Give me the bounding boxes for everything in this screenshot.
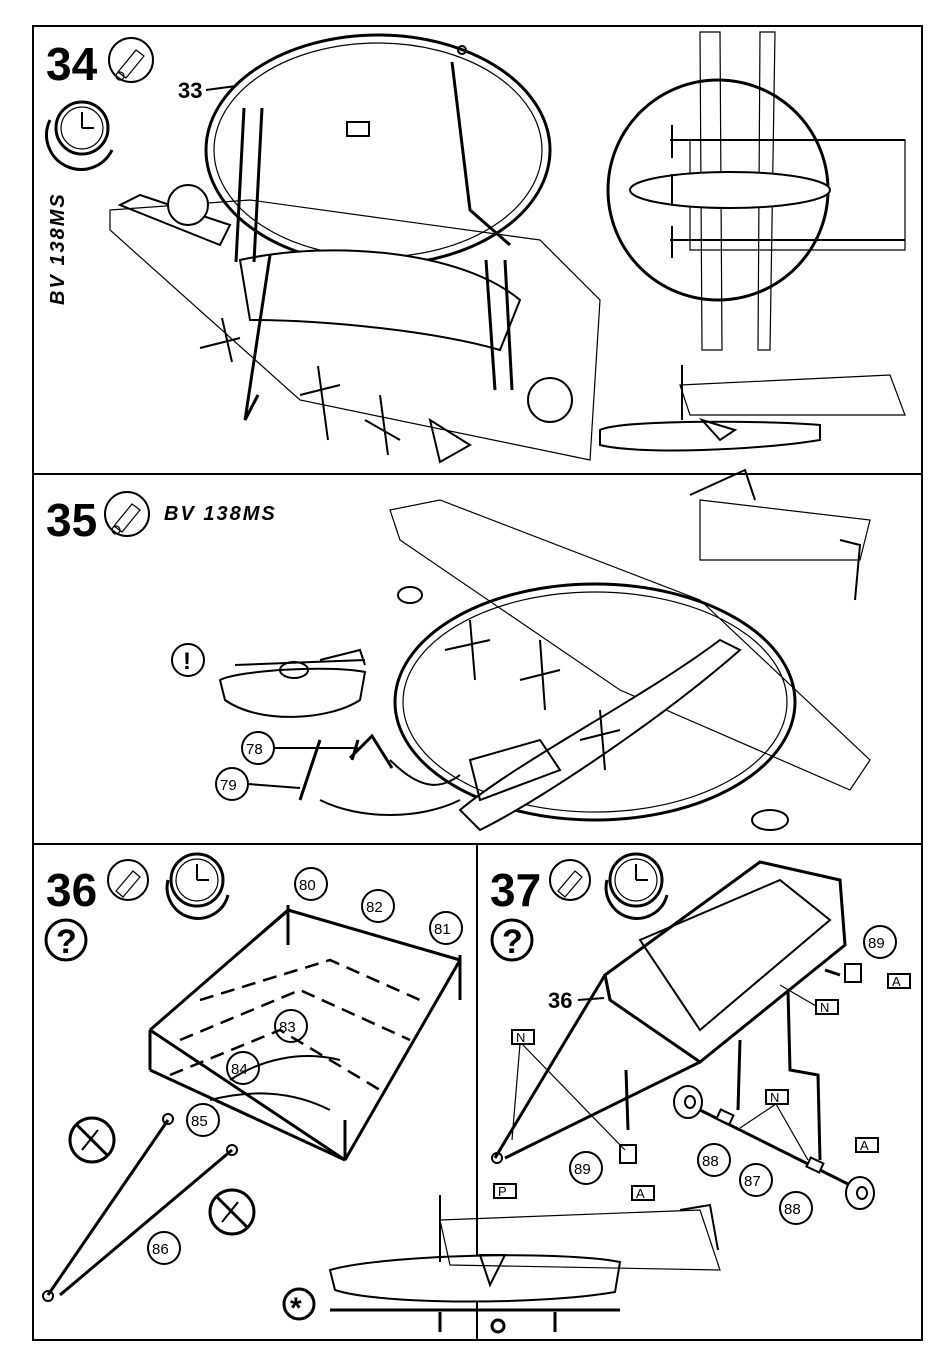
paint-tag-n: N	[740, 1090, 808, 1160]
aircraft-iso-drawing	[390, 470, 870, 830]
svg-text:A: A	[892, 974, 901, 989]
svg-text:86: 86	[152, 1241, 169, 1258]
svg-text:88: 88	[784, 1201, 801, 1218]
step-number: 37	[490, 864, 541, 916]
step-number: 34	[46, 38, 98, 90]
callout-88: 88	[780, 1192, 812, 1224]
svg-text:89: 89	[574, 1161, 591, 1178]
callout-79: 79	[216, 768, 300, 800]
svg-text:P: P	[498, 1184, 507, 1199]
clock-icon	[167, 854, 228, 918]
paint-tag-a: A	[888, 974, 910, 989]
hull-detail-drawing	[220, 650, 365, 717]
paint-tag-a: A	[632, 1186, 654, 1201]
clock-icon	[606, 854, 667, 918]
svg-text:!: !	[183, 648, 191, 675]
callout-87: 87	[740, 1164, 772, 1196]
step-number: 35	[46, 494, 97, 546]
svg-text:?: ?	[56, 923, 77, 961]
svg-text:A: A	[860, 1138, 869, 1153]
svg-text:83: 83	[279, 1019, 296, 1036]
glue-tube-icon	[550, 860, 590, 900]
callout-80: 80	[295, 868, 327, 900]
svg-text:N: N	[516, 1030, 525, 1045]
glue-tube-icon	[105, 492, 149, 536]
svg-text:84: 84	[231, 1061, 248, 1078]
step-number: 36	[46, 864, 97, 916]
aircraft-top-view	[608, 32, 905, 350]
aircraft-on-trolley-drawing	[330, 1195, 720, 1332]
svg-text:N: N	[770, 1090, 779, 1105]
svg-text:80: 80	[299, 877, 316, 894]
paint-tag-a: A	[856, 1138, 878, 1153]
svg-text:88: 88	[702, 1153, 719, 1170]
svg-text:N: N	[820, 1000, 829, 1015]
callout-88: 88	[698, 1144, 730, 1176]
step-title: BV 138MS	[47, 192, 69, 305]
no-glue-icon	[210, 1190, 254, 1234]
svg-text:87: 87	[744, 1173, 761, 1190]
svg-text:81: 81	[434, 921, 451, 938]
glue-tube-icon	[108, 860, 148, 900]
svg-text:89: 89	[868, 935, 885, 952]
callout-89: 89	[864, 926, 896, 958]
paint-tag-p: P	[494, 1184, 516, 1199]
glue-tube-icon	[109, 38, 153, 82]
clock-icon	[47, 102, 112, 169]
svg-text:78: 78	[246, 741, 263, 758]
trolley-assembled-drawing	[492, 862, 845, 1163]
svg-text:79: 79	[220, 777, 237, 794]
tow-bar-86	[43, 1114, 237, 1301]
svg-text:*: *	[290, 1292, 302, 1325]
callout-89: 89	[570, 1152, 602, 1184]
svg-text:?: ?	[502, 923, 523, 961]
ref-part-label: 36	[548, 988, 572, 1013]
question-marker: ?	[46, 920, 86, 961]
notice-marker: !	[172, 644, 204, 676]
callout-81: 81	[430, 912, 462, 944]
callout-82: 82	[362, 890, 394, 922]
svg-text:A: A	[636, 1186, 645, 1201]
note-marker: *	[284, 1289, 314, 1325]
svg-text:85: 85	[191, 1113, 208, 1130]
no-glue-icon	[70, 1118, 114, 1162]
step-title: BV 138MS	[164, 503, 277, 525]
callout-86: 86	[148, 1232, 180, 1264]
aircraft-side-view	[600, 365, 905, 450]
svg-text:82: 82	[366, 899, 383, 916]
callout-85: 85	[187, 1104, 219, 1136]
callout-83: 83	[275, 1010, 307, 1042]
paint-tag-n: N	[512, 1030, 625, 1150]
ref-part-label: 33	[178, 78, 202, 103]
question-marker: ?	[492, 920, 532, 961]
callout-78: 78	[242, 732, 358, 764]
